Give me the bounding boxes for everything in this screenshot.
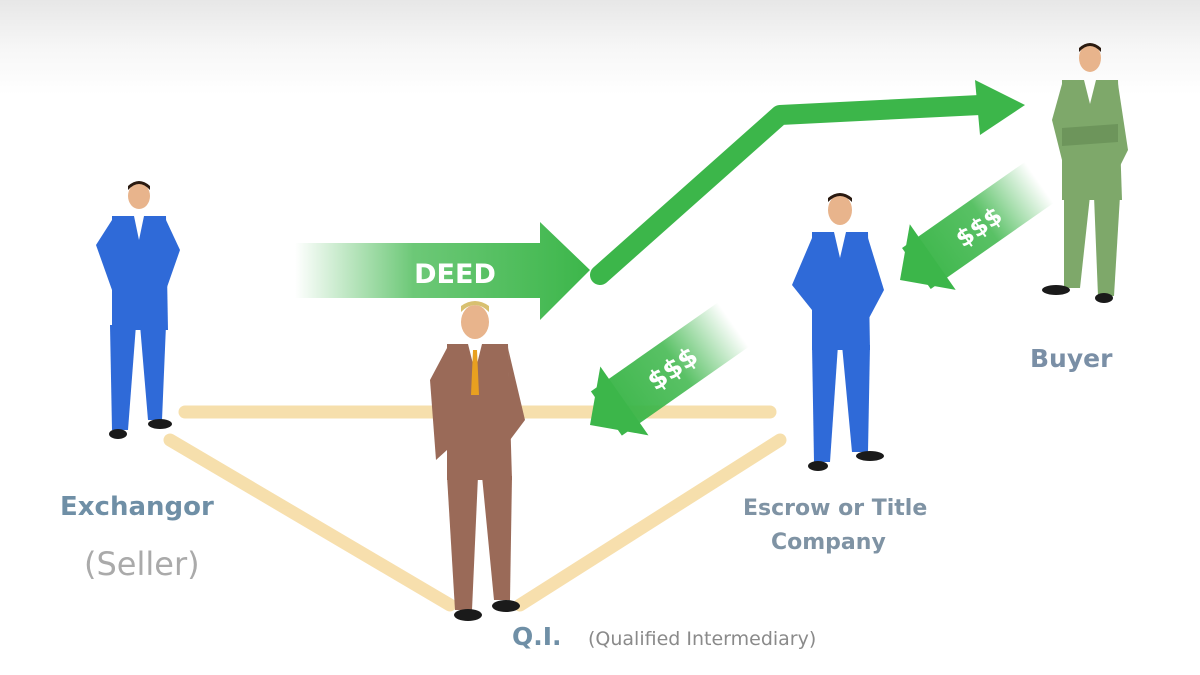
money-arrow-escrow-to-qi: $$$ [590,302,749,436]
triangle-left-line [163,433,457,612]
exchangor-label: Exchangor [60,492,214,522]
buyer-figure [1042,43,1128,303]
money-arrow-buyer-to-escrow: $$$ [900,162,1054,290]
exchangor-figure [96,181,180,439]
deed-path-arrow [590,80,1025,285]
deed-label: DEED [414,259,496,290]
triangle-right-line [513,433,787,612]
qi-figure [430,301,525,621]
escrow-label-line2: Company [771,530,886,555]
seller-label: (Seller) [84,545,200,583]
buyer-label: Buyer [1030,344,1113,373]
qi-full-label: (Qualified Intermediary) [588,628,817,650]
qi-label: Q.I. [512,622,562,651]
escrow-label-line1: Escrow or Title [743,496,928,521]
deed-arrow: DEED [295,222,590,320]
escrow-figure [792,193,884,471]
